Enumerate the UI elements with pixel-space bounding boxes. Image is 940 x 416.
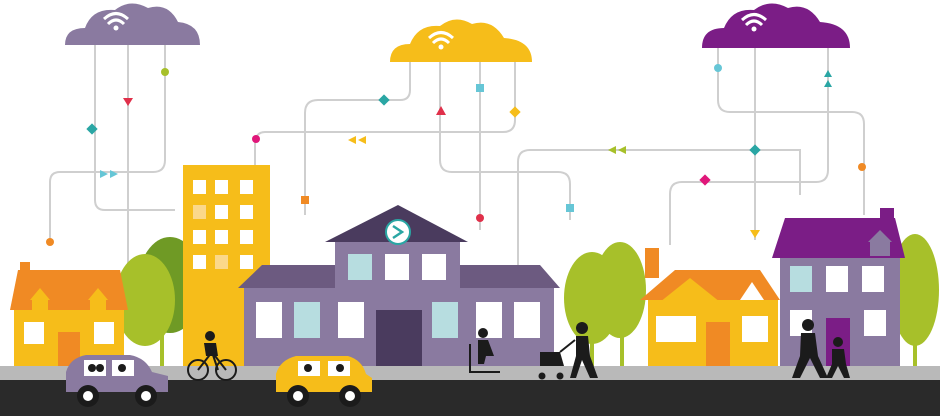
adult-and-child-walking [792,319,850,378]
square-marker [476,84,484,92]
cyclist [187,331,237,381]
wifi-cloud-center [390,19,532,62]
arrow-marker [608,146,616,154]
dot-marker [252,135,260,143]
triangle-marker [436,106,446,115]
diamond-marker [699,174,711,186]
diamond-marker [378,94,390,106]
arrow-marker [358,136,366,144]
wifi-cloud-icon [102,12,130,31]
child-on-scooter [469,328,500,373]
diamond-marker [749,144,761,156]
triangle-marker [123,98,133,106]
wifi-cloud-left [65,3,200,46]
parent-with-stroller [538,322,598,380]
clock-icon [385,219,411,245]
arrow-marker [618,146,626,154]
yellow-house-right [640,248,780,368]
wifi-cloud-icon [740,13,768,32]
arrow-marker [348,136,356,144]
arrow-marker [110,170,118,178]
triangle-marker [824,80,832,87]
people [187,319,850,381]
square-marker [301,196,309,204]
square-marker [566,204,574,212]
wifi-cloud-icon [427,31,455,50]
dot-marker [161,68,169,76]
network-markers [46,64,866,246]
dot-marker [476,214,484,222]
dot-marker [858,163,866,171]
dot-marker [46,238,54,246]
wifi-cloud-right [702,3,850,49]
tree [891,234,939,346]
school-building [238,205,560,368]
dot-marker [714,64,722,72]
purple-car [66,355,168,407]
orange-house-left [10,262,128,368]
triangle-marker [750,230,760,238]
arrow-marker [100,170,108,178]
triangle-marker [824,70,832,77]
yellow-car [276,356,372,407]
tree [564,252,620,344]
diamond-marker [509,106,521,118]
